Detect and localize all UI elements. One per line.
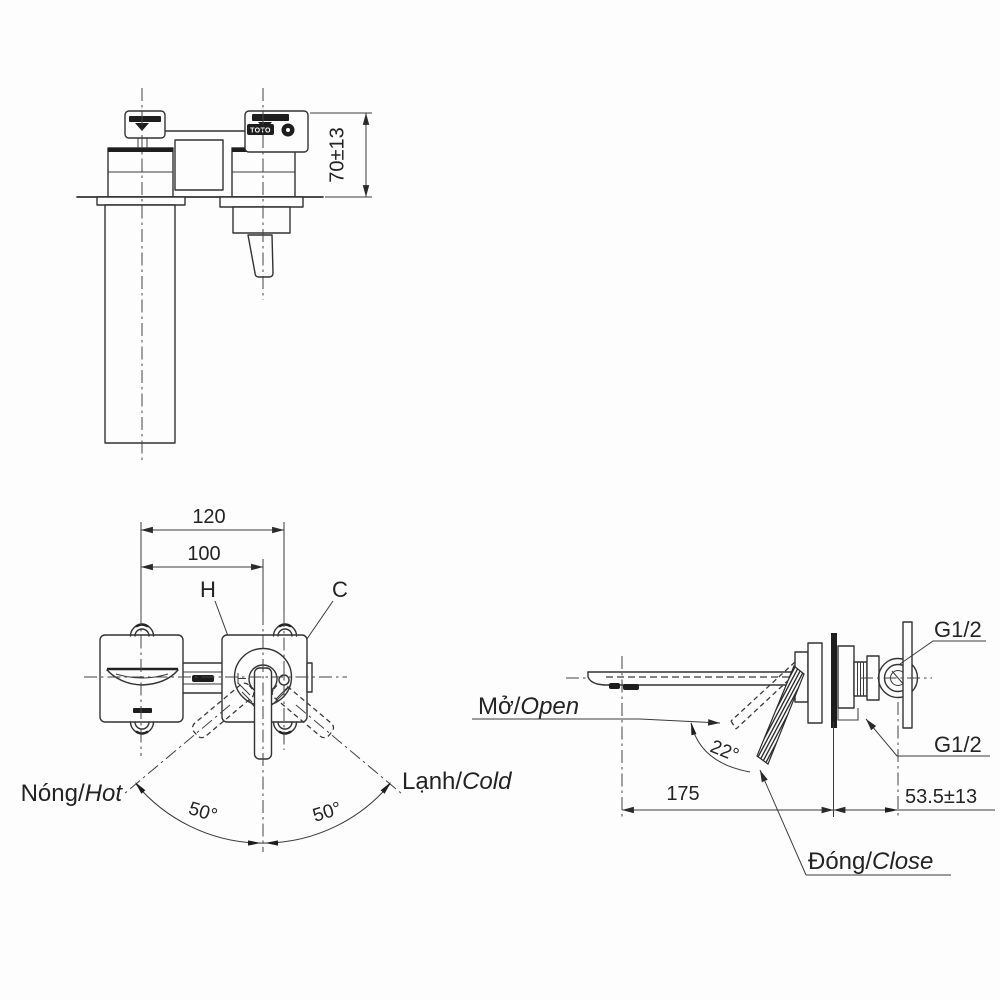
mixer-hump: [174, 139, 224, 191]
lower-inlet-step: [837, 708, 859, 721]
front-view: 120 100 H C: [21, 506, 512, 852]
hot-label: Nóng/Hot: [21, 780, 124, 807]
close-label: Đóng/Close: [808, 848, 933, 875]
top-view: TOTO 70±13: [76, 88, 372, 460]
lever-closed-position: [756, 665, 805, 765]
lever-cold-position-dashed: [271, 682, 335, 739]
connecting-pipe: [182, 662, 223, 694]
thread-top-leader: [899, 640, 986, 665]
dim-120-label: 120: [192, 506, 225, 528]
thread-bottom-label: G1/2: [934, 732, 982, 757]
dim-spout-175: 175: [622, 783, 834, 814]
dim-100-label: 100: [187, 543, 220, 565]
brand-logo-text: TOTO: [250, 128, 271, 135]
open-angle-arc: 22°: [690, 722, 751, 773]
right-clamp: [244, 110, 309, 153]
open-angle-label: 22°: [707, 736, 742, 766]
lever-hot-position-dashed: [191, 682, 255, 739]
valve-body-side: [837, 645, 855, 709]
lever-open-position-dashed: [730, 661, 796, 730]
brand-logo-plate: [247, 124, 274, 135]
open-leader: [472, 718, 721, 726]
lever-top-view: [247, 234, 274, 278]
close-leader: [759, 769, 807, 876]
thread-bottom-leader: [865, 718, 990, 757]
mounting-back-plate: [902, 621, 913, 729]
swing-right-label: 50°: [310, 798, 344, 826]
spout-tip: [587, 671, 605, 686]
escutcheon-side: [807, 642, 823, 724]
hot-port-label: H: [200, 577, 216, 602]
aerator: [609, 683, 620, 689]
left-clamp-pointer: [135, 123, 149, 131]
valve-mount-bolts: [272, 623, 298, 735]
thread-top-label: G1/2: [934, 617, 982, 642]
open-label: Mở/Open: [478, 693, 579, 720]
cold-swing-centerline: [295, 704, 403, 795]
spout-pipe: [104, 204, 176, 444]
dim-depth-53: 53.5±13: [833, 786, 995, 814]
cold-port-label: C: [332, 577, 348, 602]
valve-neck: [232, 206, 291, 234]
side-view: 22° Mở/Open Đóng/Close G1/2 G1/2 175 53.…: [472, 617, 995, 876]
wall-section: [831, 633, 837, 728]
dim-175-label: 175: [666, 783, 699, 805]
dim-depth-label: 53.5±13: [905, 786, 977, 808]
spout-side: [587, 671, 809, 686]
hot-indicator-tick: [237, 673, 246, 684]
dim-width-100: 100: [141, 543, 264, 612]
spout-mount-bolts: [129, 623, 155, 735]
valve-flange: [219, 196, 304, 208]
swing-left-label: 50°: [186, 798, 220, 826]
spout-flange: [96, 196, 186, 206]
dim-height-70: 70±13: [310, 112, 372, 198]
cold-label: Lạnh/Cold: [402, 768, 512, 795]
dim-height-label: 70±13: [326, 127, 348, 182]
